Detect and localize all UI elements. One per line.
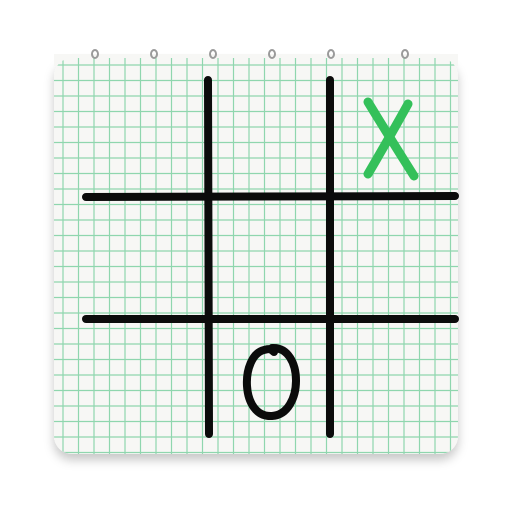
board-line-horizontal-top: [82, 192, 459, 201]
board-marks: [242, 97, 419, 420]
spiral-ring: [91, 49, 99, 59]
board-line-vertical-left: [204, 76, 213, 438]
o-mark: [242, 344, 300, 420]
spiral-ring: [401, 49, 409, 59]
spiral-binding: [91, 49, 409, 59]
spiral-ring: [150, 49, 158, 59]
graph-grid: [54, 58, 458, 454]
spiral-ring: [209, 49, 217, 59]
spiral-ring: [327, 49, 335, 59]
tic-tac-toe-board: [82, 76, 459, 438]
x-mark: [363, 97, 419, 181]
spiral-ring: [268, 49, 276, 59]
